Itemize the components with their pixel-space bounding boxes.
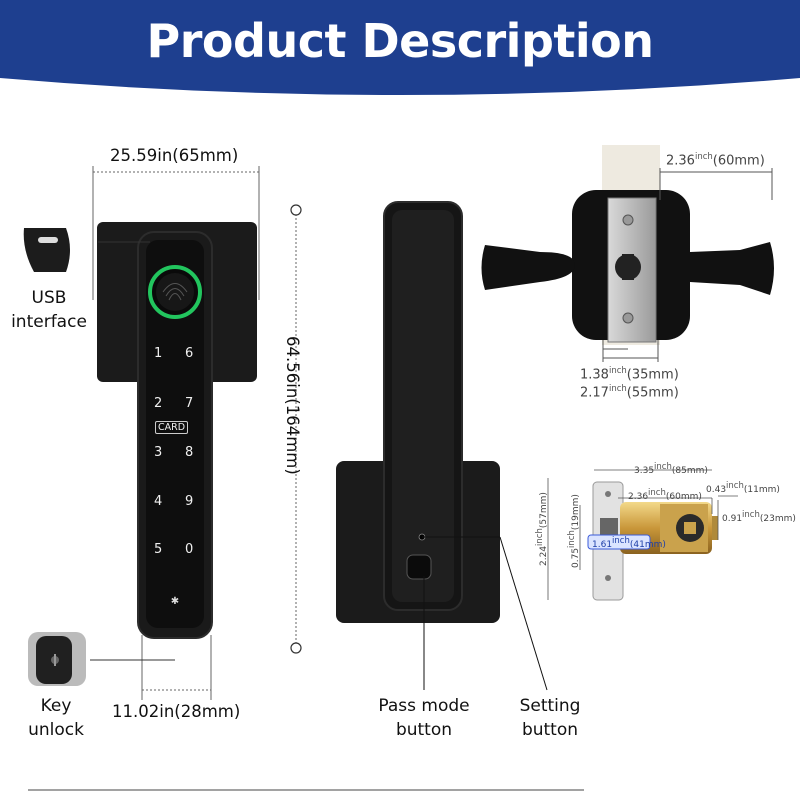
keypad-key-0[interactable]: 0	[185, 542, 194, 557]
setting-button-label: Setting button	[519, 696, 581, 740]
keypad-key-4[interactable]: 4	[154, 494, 163, 509]
keypad-key-1[interactable]: 1	[154, 346, 163, 361]
card-reader-label: CARD	[155, 421, 189, 434]
header-banner: Product Description	[0, 0, 800, 98]
side-callout-lines	[422, 536, 548, 691]
backset-55-label: 2.17inch(55mm)	[580, 384, 679, 401]
lock-symbol: ✱	[171, 596, 179, 607]
key-closeup	[28, 632, 86, 686]
door-thickness-label: 2.36inch(60mm)	[666, 152, 765, 169]
left-lever	[481, 245, 575, 290]
height-top-marker	[290, 204, 302, 216]
side-lock-view	[336, 201, 500, 623]
keypad-key-5[interactable]: 5	[154, 542, 163, 557]
fingerprint-sensor	[156, 273, 194, 311]
keypad-key-8[interactable]: 8	[185, 445, 194, 460]
height-bottom-marker	[290, 642, 302, 654]
right-lever	[690, 242, 774, 295]
fingerprint-lines	[162, 283, 188, 301]
bolt-height-label: 0.91inch(23mm)	[722, 510, 796, 524]
keypad-key-3[interactable]: 3	[154, 445, 163, 460]
bolt-length-label: 1.61inch(41mm)	[592, 536, 666, 550]
keypad-key-7[interactable]: 7	[185, 396, 194, 411]
plate-height-label: 2.24inch(57mm)	[535, 492, 549, 566]
hole-size-label: 0.75inch(19mm)	[567, 494, 581, 568]
latch-body-length-label: 2.36inch(60mm)	[628, 488, 702, 502]
height-dimension-label: 64.56in(164mm)	[283, 336, 302, 475]
door-thickness-view	[481, 145, 774, 345]
front-lock-view: ✱	[97, 222, 257, 639]
pass-mode-button-label: Pass mode button	[378, 696, 470, 740]
usb-closeup	[23, 228, 70, 272]
side-handle-face	[392, 210, 454, 602]
backset-35-label: 1.38inch(35mm)	[580, 366, 679, 383]
front-dimension-lines	[90, 166, 297, 700]
latch-dimension-lines	[547, 469, 738, 600]
bolt-length-tag	[587, 534, 651, 550]
page-title: Product Description	[146, 14, 654, 68]
keypad-key-6[interactable]: 6	[185, 346, 194, 361]
latch-view	[587, 481, 718, 601]
usb-interface-label: USB interface	[11, 288, 87, 332]
keypad-key-2[interactable]: 2	[154, 396, 163, 411]
door-dimension-lines	[602, 168, 773, 362]
latch-total-length-label: 3.35inch(85mm)	[634, 462, 708, 476]
keypad-key-9[interactable]: 9	[185, 494, 194, 509]
handle-width-label: 11.02in(28mm)	[112, 702, 241, 721]
front-handle-panel	[146, 240, 204, 628]
bolt-depth-label: 0.43inch(11mm)	[706, 481, 780, 495]
pass-mode-button	[406, 554, 432, 580]
width-dimension-label: 25.59in(65mm)	[110, 146, 239, 165]
banner-background	[0, 0, 800, 95]
key-unlock-label: Key unlock	[28, 696, 84, 740]
